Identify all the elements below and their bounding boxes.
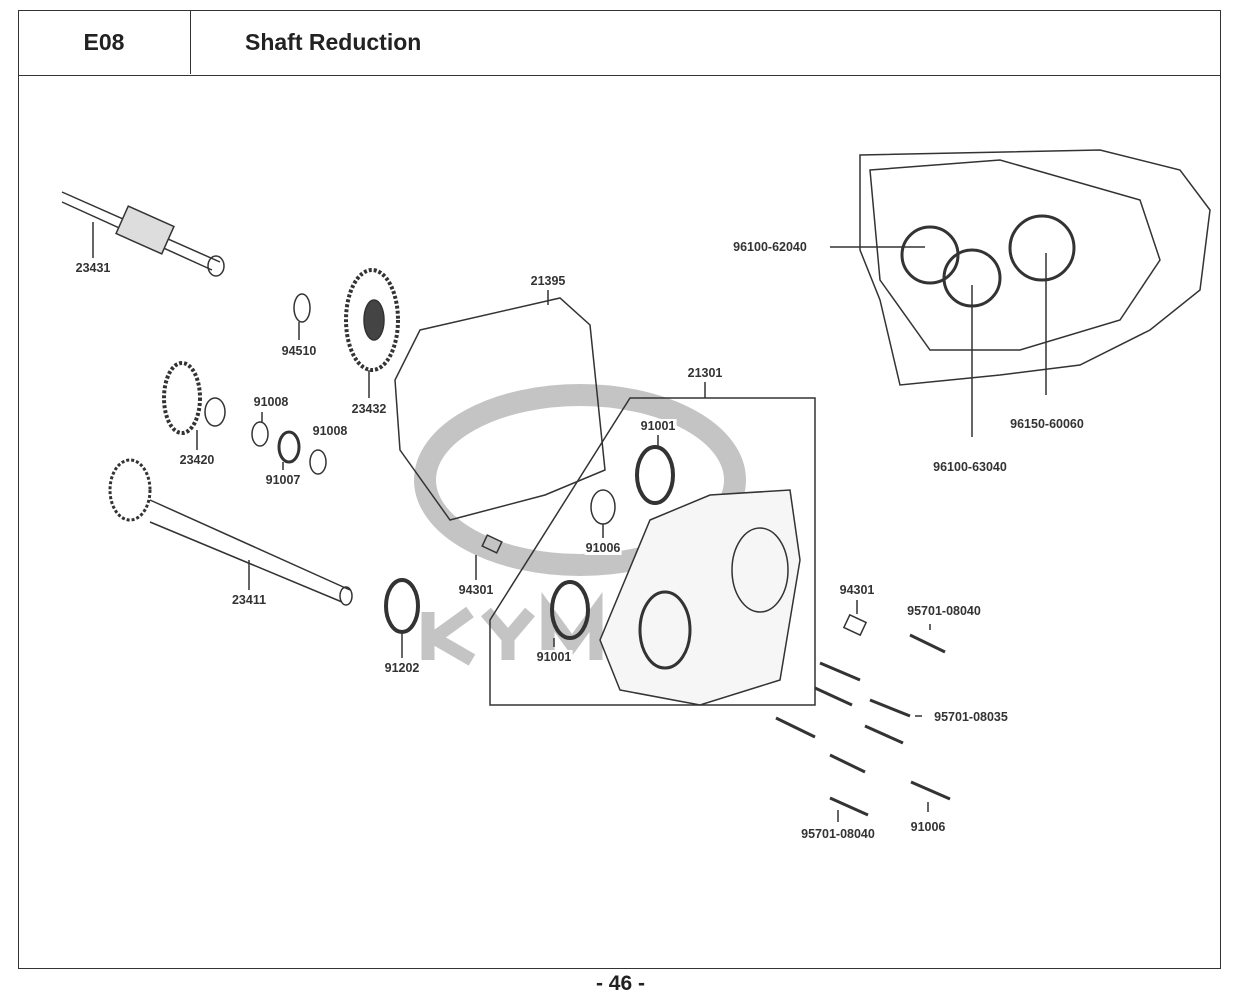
dowel-pin-94301-b [842,600,868,637]
page-title: Shaft Reduction [245,28,422,55]
circlip-94510 [293,293,311,340]
gasket-21395 [394,290,606,521]
washer-91008-b [309,449,327,475]
part-label-95701-08040: 95701-08040 [800,827,876,841]
page-number: - 46 - [595,972,645,995]
cover-assembly-21301 [489,382,816,706]
part-label-21301: 21301 [686,366,724,380]
shaft-23431 [61,191,225,277]
part-label-94301: 94301 [838,583,876,597]
crankcase-housing [830,149,1211,437]
section-code: E08 [18,10,191,74]
part-label-96150-60060: 96150-60060 [1009,417,1085,431]
part-label-91001: 91001 [535,650,573,664]
part-label-91006: 91006 [909,820,947,834]
part-label-91008: 91008 [252,395,290,409]
part-label-23411: 23411 [230,593,268,607]
dowel-pin-94301-a [475,534,503,580]
part-label-94301: 94301 [457,583,495,597]
part-label-95701-08035: 95701-08035 [933,710,1009,724]
part-label-23432: 23432 [350,402,388,416]
gear-23420 [162,361,226,450]
part-label-91008: 91008 [311,424,349,438]
oil-seal-91202 [384,578,420,658]
part-label-91001: 91001 [639,419,677,433]
header: E08 Shaft Reduction [18,10,1221,76]
part-label-23420: 23420 [178,453,216,467]
washer-91008-a [251,412,269,447]
gear-23432 [344,268,400,398]
part-label-91007: 91007 [264,473,302,487]
part-label-95701-08040: 95701-08040 [906,604,982,618]
bearing-91007 [277,430,301,470]
bolts [775,624,951,822]
part-label-23431: 23431 [74,261,112,275]
shaft-23411 [108,458,353,606]
part-label-91006: 91006 [584,541,622,555]
part-label-91202: 91202 [383,661,421,675]
part-label-21395: 21395 [529,274,567,288]
part-label-94510: 94510 [280,344,318,358]
page-frame [18,10,1221,969]
part-label-96100-63040: 96100-63040 [932,460,1008,474]
part-label-96100-62040: 96100-62040 [732,240,808,254]
